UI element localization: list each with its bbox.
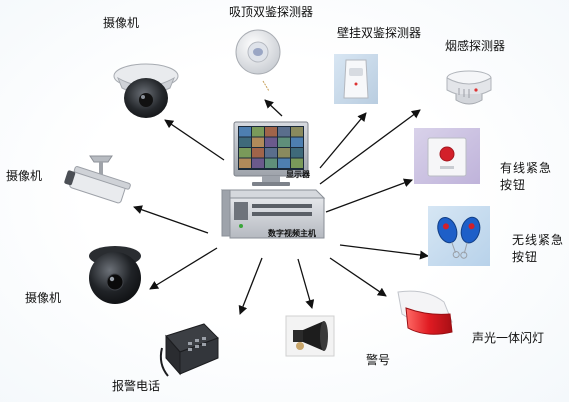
wall-detector [334,54,378,104]
ceiling-detector-label: 吸顶双鉴探测器 [229,5,314,19]
monitor-icon [233,121,309,186]
arrow-to-wall-detector [319,112,367,169]
alarm-light-icon [397,290,453,335]
wired-button-icon [414,128,480,184]
alarm-phone [159,318,224,380]
siren-icon [285,315,335,357]
siren [285,315,335,357]
monitor [232,120,328,192]
smoke-detector-icon [446,70,492,105]
arrow-to-camera-top [164,119,225,161]
wired-button-label: 有线紧急按钮 [500,161,553,192]
arrow-to-siren [297,258,315,309]
alarm-light [392,288,458,340]
arrow-to-phone [238,257,263,315]
arrow-to-smoke-detector [319,109,421,185]
dvr-host-label: 数字视频主机 [268,229,316,238]
ceiling-detector [232,26,284,78]
smoke-detector [444,68,494,108]
phone-icon [159,323,219,377]
bullet-camera [62,152,134,210]
wall-detector-icon [334,54,378,104]
dome-camera-top [110,60,182,122]
arrow-to-ceiling-detector [264,99,283,117]
arrow-to-wireless-button [339,244,429,260]
camera-bullet-label: 摄像机 [6,169,43,183]
wired-emergency-button [414,128,480,184]
ceiling-detector-cable [262,80,270,92]
ceiling-detector-icon [235,29,281,75]
wireless-emergency-button [428,206,490,266]
wireless-button-label: 无线紧急按钮 [512,233,565,264]
dome-camera-bottom [82,242,148,308]
camera-top-label: 摄像机 [103,16,140,30]
arrow-to-wired-button [325,178,413,213]
monitor-label: 显示器 [286,170,310,179]
dome-camera-icon [113,63,179,118]
phone-label: 报警电话 [112,379,161,393]
wall-detector-label: 壁挂双鉴探测器 [337,26,422,40]
dvr-host [214,186,326,242]
cable-icon [262,80,270,92]
arrow-to-camera-bottom [149,247,218,290]
alarm-light-label: 声光一体闪灯 [472,331,545,345]
arrow-to-alarm-light [329,257,387,297]
arrow-to-camera-bullet [133,205,209,234]
camera-bottom-label: 摄像机 [25,291,62,305]
bullet-camera-icon [64,155,131,204]
wireless-button-icon [428,206,490,266]
smoke-detector-label: 烟感探测器 [445,39,506,53]
dome-camera-icon [89,246,141,304]
siren-label: 警号 [366,353,391,367]
dvr-host-icon [220,189,326,239]
